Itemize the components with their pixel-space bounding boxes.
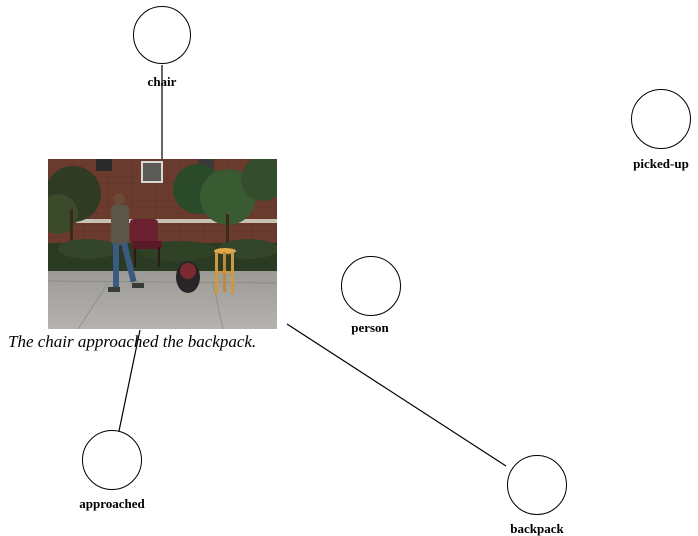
node-picked-up-circle <box>631 89 691 149</box>
node-person-label: person <box>351 320 389 335</box>
scene-photo-illustration <box>48 159 277 329</box>
image-caption: The chair approached the backpack. <box>8 332 257 351</box>
node-approached-label: approached <box>79 496 145 511</box>
node-backpack-label: backpack <box>510 521 564 536</box>
node-person-circle <box>341 256 401 316</box>
node-chair-circle <box>133 6 191 64</box>
node-picked-up-label: picked-up <box>633 156 689 171</box>
node-backpack-circle <box>507 455 567 515</box>
edge-image-backpack <box>286 323 507 467</box>
node-approached-circle <box>82 430 142 490</box>
edge-image-approached <box>118 329 141 432</box>
scene-photo <box>48 159 277 329</box>
node-chair-label: chair <box>147 74 177 89</box>
